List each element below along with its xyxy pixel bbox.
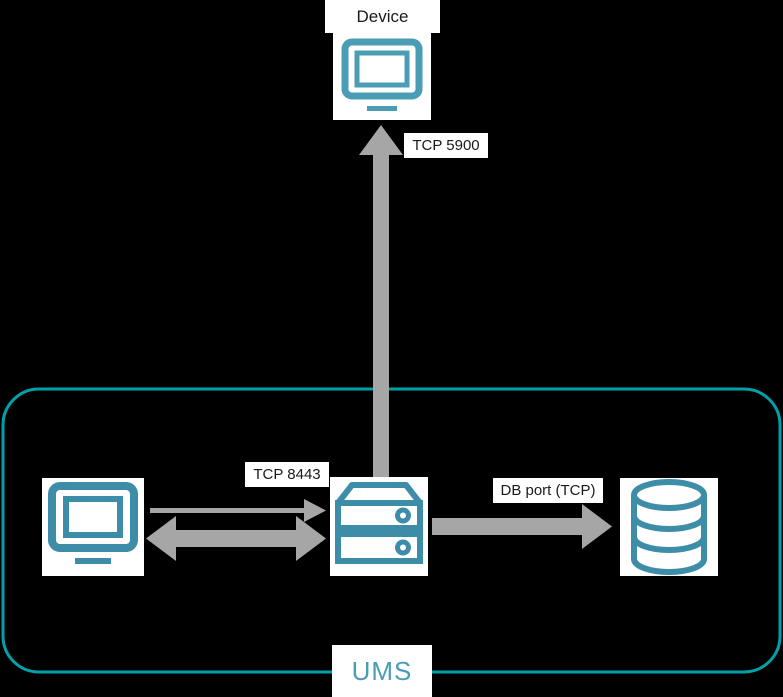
database-node[interactable] bbox=[620, 478, 718, 576]
device-node-title: Device bbox=[325, 0, 440, 33]
monitor-icon bbox=[48, 482, 138, 564]
arrow-server-to-device bbox=[359, 125, 403, 480]
arrow-client-server-bidirectional bbox=[146, 516, 326, 561]
arrow-server-to-database bbox=[432, 504, 612, 549]
client-node[interactable] bbox=[42, 478, 144, 576]
connection-label-tcp-5900: TCP 5900 bbox=[404, 133, 488, 158]
connection-label-db-port: DB port (TCP) bbox=[493, 478, 603, 503]
database-cylinder-icon bbox=[631, 479, 707, 575]
device-node[interactable] bbox=[333, 32, 431, 120]
arrow-client-to-server-thin bbox=[150, 499, 326, 522]
server-rack-icon bbox=[335, 482, 423, 564]
monitor-icon bbox=[341, 38, 423, 111]
ums-boundary-label: UMS bbox=[332, 645, 432, 697]
server-node[interactable] bbox=[330, 477, 428, 576]
connection-label-tcp-8443: TCP 8443 bbox=[245, 462, 329, 487]
